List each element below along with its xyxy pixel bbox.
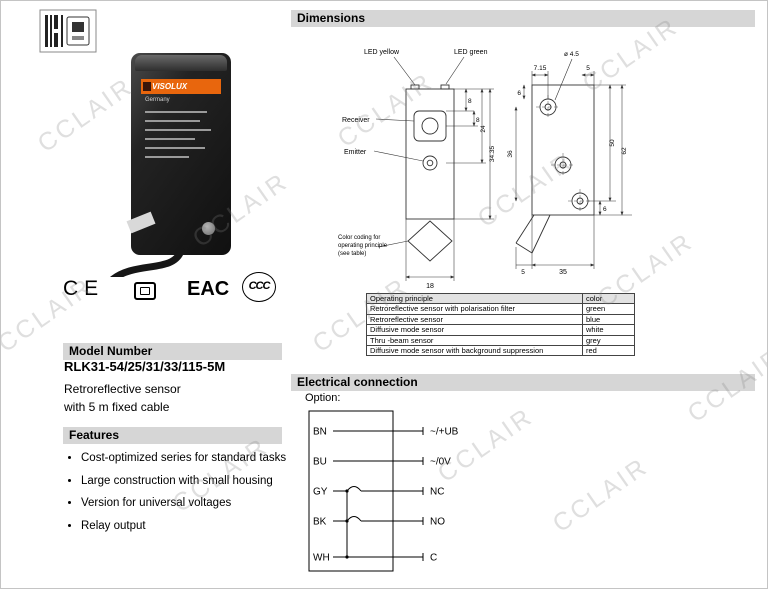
cell-principle: Retroreflective sensor with polarisation… <box>366 303 583 315</box>
dim-hole-diameter: ø 4.5 <box>564 51 579 58</box>
wire-terminal: ~/+UB <box>430 427 459 438</box>
wiring-diagram: BN BU GY BK WH ~/+UB ~/0V NC NO C <box>308 410 459 572</box>
cell-principle: Diffusive mode sensor <box>366 324 583 336</box>
cell-color: red <box>582 344 635 357</box>
eac-mark: EAC <box>187 278 230 300</box>
dim-front-lens: 8 <box>476 117 480 124</box>
watermark: CCLAIR <box>547 452 654 539</box>
feature-item: Relay output <box>81 519 289 535</box>
dim-front-top: 8 <box>468 98 472 105</box>
feature-item: Large construction with small housing <box>81 474 289 490</box>
cell-color: green <box>582 303 635 315</box>
wire-code: BU <box>313 457 327 468</box>
led-green-label: LED green <box>454 49 488 56</box>
operating-principle-table: Operating principle color Retroreflectiv… <box>366 292 635 357</box>
dim-front-width: 18 <box>426 283 434 290</box>
led-yellow-label: LED yellow <box>364 49 400 56</box>
wire-code: GY <box>313 487 328 498</box>
color-coding-label-1: Color coding for <box>338 235 380 241</box>
ccc-mark: CCC <box>242 272 276 302</box>
cell-principle: Retroreflective sensor <box>366 313 583 326</box>
label-line <box>145 129 211 131</box>
table-header-row: Operating principle color <box>366 292 635 305</box>
sensor-top-cap <box>135 55 227 71</box>
sensor-body: VISOLUX Germany <box>126 53 231 255</box>
dim-side-right-outer: 62 <box>621 147 628 155</box>
wire-terminal: NC <box>430 487 444 498</box>
dim-side-right-inner: 50 <box>609 139 616 147</box>
table-row: Thru -beam sensor grey <box>366 334 635 346</box>
wire-code: WH <box>313 553 330 564</box>
table-row: Retroreflective sensor blue <box>366 313 635 326</box>
dimension-lines <box>405 71 632 281</box>
feature-item: Cost-optimized series for standard tasks <box>81 451 289 467</box>
dim-front-mid: 24 <box>480 125 487 133</box>
ce-mark: CE <box>63 277 105 300</box>
features-heading: Features <box>63 427 282 444</box>
datamatrix-icon <box>39 9 97 53</box>
model-number: RLK31-54/25/31/33/115-5M <box>64 359 226 374</box>
cell-principle: Thru -beam sensor <box>366 334 583 346</box>
label-line <box>145 147 205 149</box>
features-list: Cost-optimized series for standard tasks… <box>67 451 289 541</box>
sensor-lens-hole <box>202 222 215 235</box>
model-number-heading: Model Number <box>63 343 282 360</box>
leader-lines <box>373 56 573 248</box>
cell-color: white <box>582 324 635 336</box>
wire-terminal: NO <box>430 517 445 528</box>
wire-code: BN <box>313 427 327 438</box>
option-label: Option: <box>305 392 341 404</box>
brand-label: VISOLUX <box>141 79 221 94</box>
product-photo: VISOLUX Germany <box>109 49 244 277</box>
emitter-label: Emitter <box>344 149 367 156</box>
receiver-label: Receiver <box>342 117 370 124</box>
cell-color: blue <box>582 313 635 326</box>
dim-bottom-small: 5 <box>521 269 525 276</box>
front-view <box>405 84 455 262</box>
table-header-principle: Operating principle <box>366 292 583 305</box>
wire-junctions <box>345 489 349 559</box>
double-square-insulation-icon <box>134 282 156 300</box>
table-row: Diffusive mode sensor white <box>366 324 635 336</box>
table-row: Retroreflective sensor with polarisation… <box>366 303 635 315</box>
label-line <box>145 138 195 140</box>
label-line <box>145 156 189 158</box>
label-line <box>145 120 200 122</box>
cell-principle: Diffusive mode sensor with background su… <box>366 344 583 357</box>
electrical-heading: Electrical connection <box>291 374 755 391</box>
wire-terminal: ~/0V <box>430 457 451 468</box>
model-description-1: Retroreflective sensor <box>64 382 181 396</box>
side-view <box>515 84 595 254</box>
dimension-drawing: LED yellow LED green Receiver Emitter Co… <box>338 49 632 290</box>
model-description-2: with 5 m fixed cable <box>64 400 170 414</box>
cable-bracket <box>515 214 551 254</box>
centerlines <box>536 95 592 213</box>
dim-side-width: 35 <box>559 269 567 276</box>
dim-top-small: 5 <box>586 65 590 72</box>
wire-terminal: C <box>430 553 437 564</box>
dim-side-top-left: 6 <box>517 90 521 97</box>
dim-bottom-right-small: 6 <box>603 206 607 213</box>
feature-item: Version for universal voltages <box>81 496 289 512</box>
wire-code: BK <box>313 517 327 528</box>
sensor-cable <box>110 247 185 277</box>
table-row: Diffusive mode sensor with background su… <box>366 344 635 357</box>
dim-side-left: 36 <box>507 150 514 158</box>
cell-color: grey <box>582 334 635 346</box>
origin-label: Germany <box>145 97 170 103</box>
color-coding-label-2: operating principle <box>338 243 388 249</box>
color-coding-diamond <box>407 220 453 262</box>
wires <box>333 427 424 561</box>
table-header-color: color <box>582 292 635 305</box>
dimensions-heading: Dimensions <box>291 10 755 27</box>
dim-hole-pitch: 7.15 <box>534 65 547 72</box>
color-coding-label-3: (see table) <box>338 251 366 257</box>
dim-front-total: 34.35 <box>489 145 496 162</box>
label-line <box>145 111 207 113</box>
